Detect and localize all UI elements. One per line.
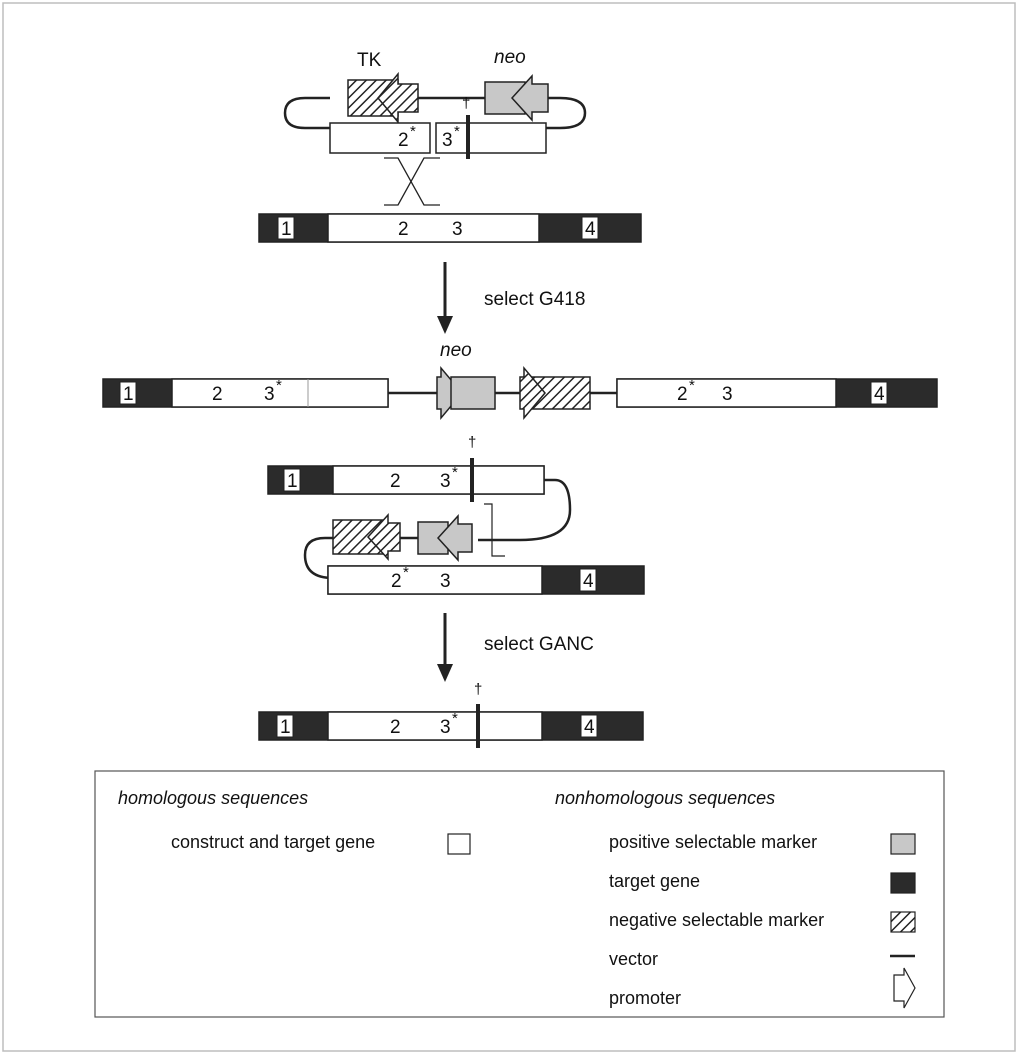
vector-exon2-star: * [410,123,416,140]
legend-target-swatch [890,872,916,894]
int-tk-promoter [519,365,546,421]
int-left-exon1-2: 2 [212,384,223,405]
loop-dagger: † [468,434,476,451]
target-exon3: 3 [452,219,463,240]
loop-top-exon2: 2 [390,471,401,492]
legend-positive-swatch [890,833,916,855]
legend-vector-label: vector [609,949,658,969]
vector-homology-left [329,122,431,154]
looped-intermediate: † 1 2 3 * 2 * 3 4 [267,434,645,595]
vector-line-left [283,96,330,130]
crossover-line-1 [384,157,440,206]
mutation-dagger: † [462,95,470,112]
final-dagger: † [474,681,482,698]
vector-homology-right [435,122,547,154]
int-left-exon1: 1 [123,384,134,405]
neo-label-2: neo [440,340,472,361]
legend-nonhomologous-heading: nonhomologous sequences [555,788,775,808]
legend-positive-marker-label: positive selectable marker [609,832,817,852]
mutation-bar [466,115,470,159]
select-ganc-label: select GANC [484,634,594,655]
target-exon1: 1 [281,219,292,240]
select-g418-step: select G418 [437,262,585,334]
int-left-exon3: 3 [264,384,275,405]
crossover-line-2 [384,157,440,206]
vector-exon3: 3 [442,130,453,151]
tk-promoter-arrow [377,71,419,125]
int-right-exon4: 4 [874,384,885,405]
loop-bottom-exon2: 2 [391,571,402,592]
final-exon2: 2 [390,717,401,738]
target-exon4: 4 [585,219,596,240]
select-g418-label: select G418 [484,289,585,310]
tk-label: TK [357,50,382,71]
legend-target-gene-label: target gene [609,871,700,891]
neo-promoter-arrow [510,74,549,122]
legend-promoter-swatch [893,967,916,1009]
legend-negative-marker-label: negative selectable marker [609,910,824,930]
legend: homologous sequences nonhomologous seque… [94,770,945,1018]
final-allele: † 1 2 3 * 4 [258,681,644,748]
vector-exon2: 2 [398,130,409,151]
legend-negative-swatch [890,911,916,933]
final-exon3: 3 [440,717,451,738]
loop-bottom-exon4: 4 [583,571,594,592]
vector-exon3-star: * [454,123,460,140]
legend-promoter-label: promoter [609,988,681,1008]
int-left-star: * [276,377,282,394]
target-exon2: 2 [398,219,409,240]
integrated-intermediate: neo 2 1 3 * 2 * 3 4 [102,340,938,421]
legend-construct-and-target-label: construct and target gene [171,832,375,852]
int-right-exon2: 2 [677,384,688,405]
final-exon1: 1 [280,717,291,738]
final-exon4: 4 [584,717,595,738]
neo-label: neo [494,47,526,68]
final-star: * [452,710,458,727]
int-right-star: * [689,377,695,394]
loop-bottom-star: * [403,564,409,581]
loop-bottom-exon3: 3 [440,571,451,592]
legend-homologous-swatch [447,833,471,855]
int-right-exon3: 3 [722,384,733,405]
select-ganc-step: select GANC [437,613,594,682]
int-neo-marker [450,376,496,410]
vector-line-right [545,96,587,130]
loop-top-exon3: 3 [440,471,451,492]
legend-homologous-heading: homologous sequences [118,788,308,808]
targeting-vector: TK neo 2 * 3 * † [283,47,587,206]
legend-box [94,770,945,1018]
loop-top-exon1: 1 [287,471,298,492]
loop-top-star: * [452,464,458,481]
target-gene: 1 2 3 4 [258,213,642,243]
